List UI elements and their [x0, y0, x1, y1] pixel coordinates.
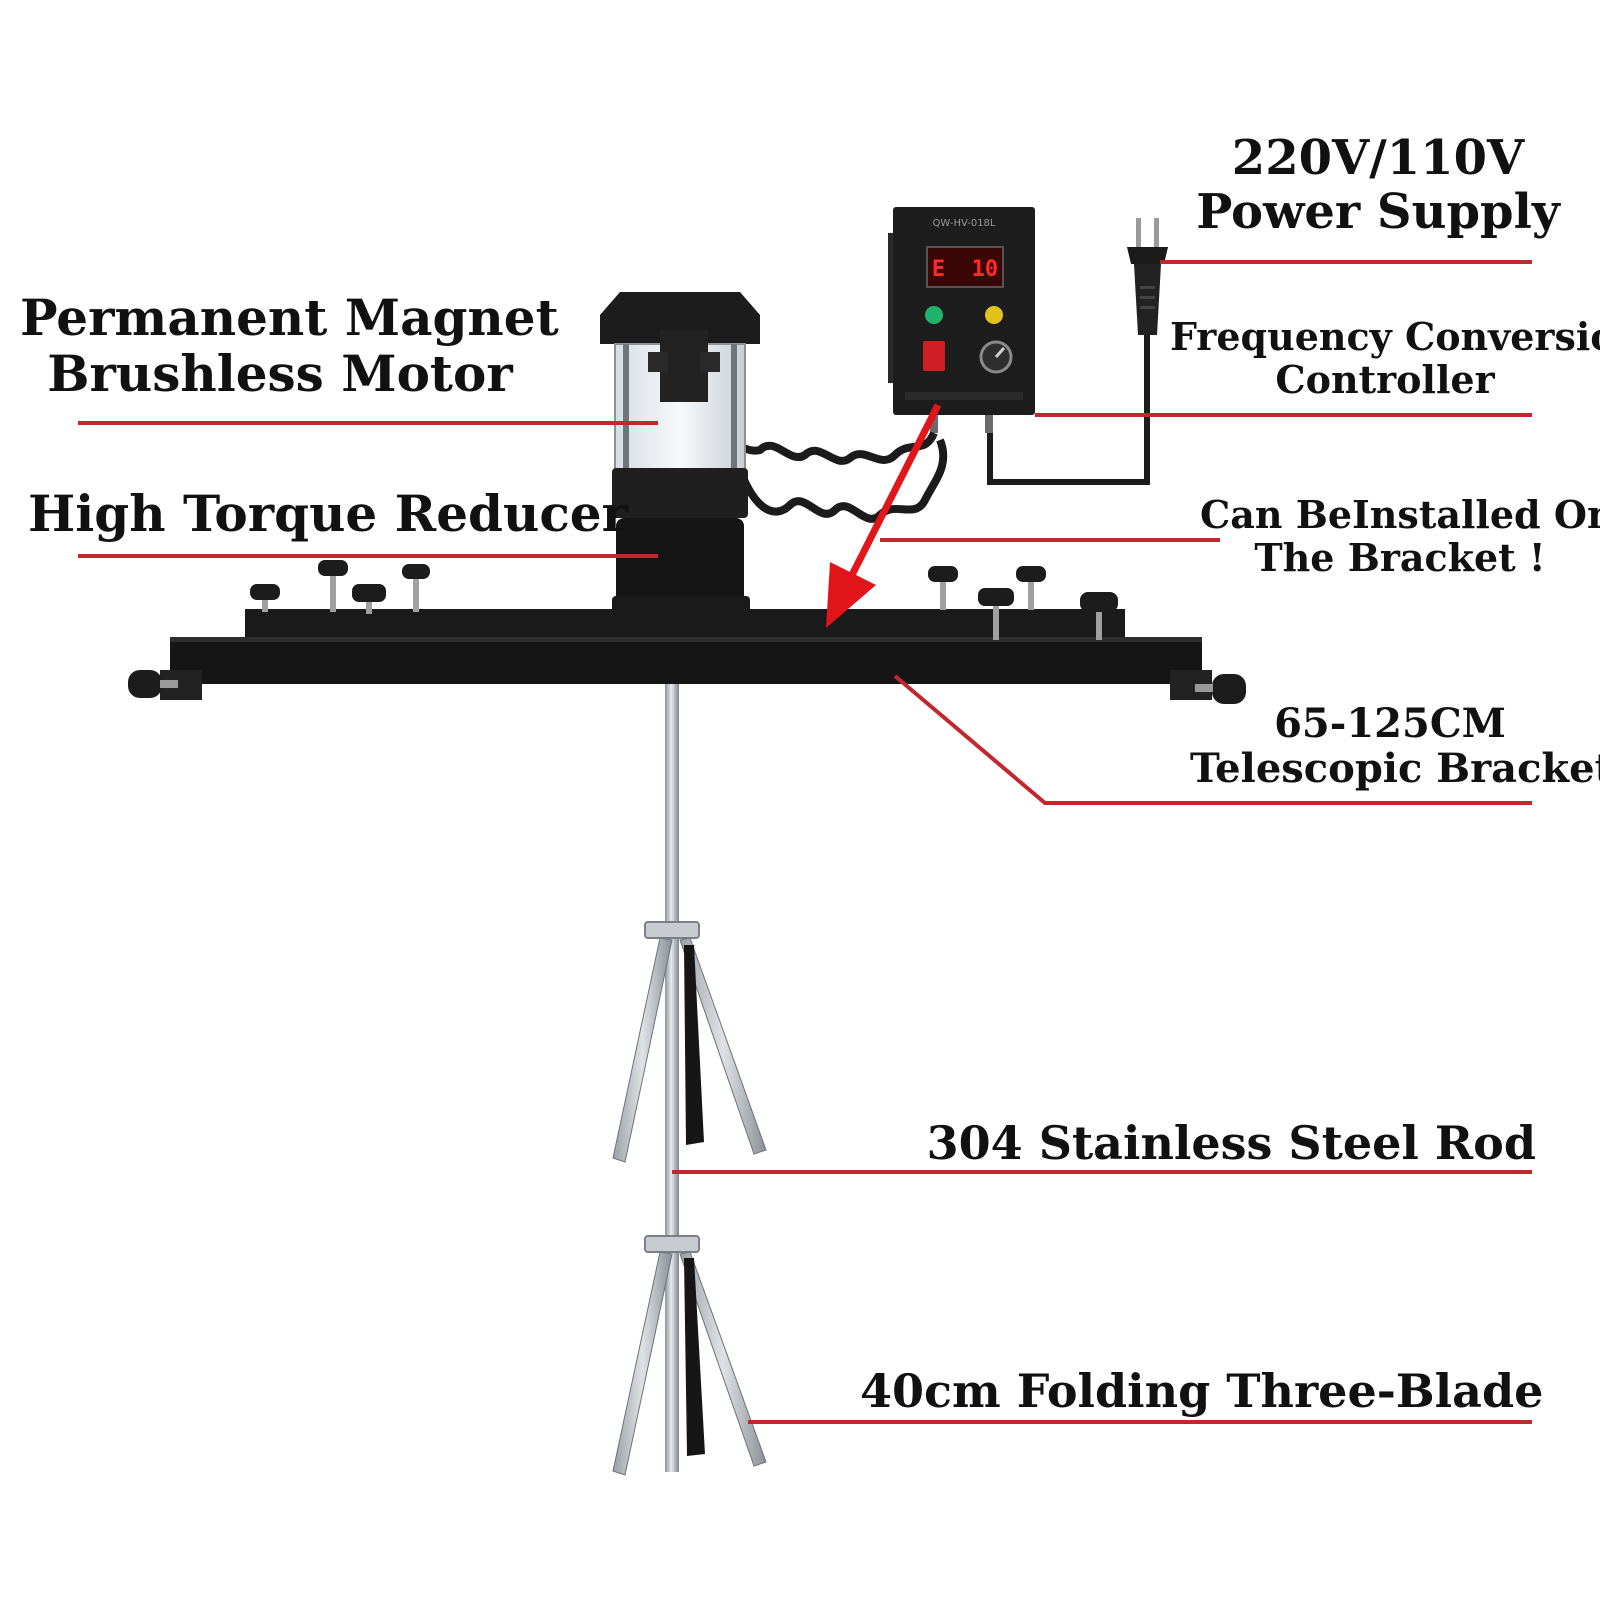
bracket-install-label: Can BeInstalled On The Bracket ! [1200, 492, 1600, 580]
motor-cable-coil-lower [736, 438, 948, 523]
fault-indicator-icon [985, 306, 1003, 324]
stainless-rod [665, 684, 679, 1472]
stirring-blade-lower [612, 1235, 767, 1476]
blade-label: 40cm Folding Three-Blade [860, 1364, 1544, 1418]
bracket-install-line2: The Bracket ! [1254, 534, 1546, 580]
telescopic-bracket [128, 609, 1246, 704]
bracket-install-line1: Can BeInstalled On [1200, 492, 1600, 537]
leader-telescopic [893, 674, 1532, 805]
clamp-knobs [250, 560, 1118, 640]
telescopic-label-line1: 65-125CM [1274, 700, 1506, 747]
power-supply-title: Power Supply [1196, 183, 1560, 240]
stirring-blade-icon [612, 921, 767, 1163]
blade-label-line1: 40cm Folding Three-Blade [860, 1364, 1544, 1418]
rod-label: 304 Stainless Steel Rod [900, 1116, 1536, 1170]
reducer-label-line1: High Torque Reducer [28, 484, 628, 543]
motor-cable-coil-upper [696, 397, 938, 465]
controller-label-line2: Controller [1275, 356, 1495, 402]
controller-label-line1: Frequency Conversion [1170, 314, 1600, 359]
motor-label: Permanent Magnet Brushless Motor [20, 288, 559, 403]
power-plug-icon [1127, 218, 1168, 335]
install-arrow [826, 403, 942, 628]
controller-box-icon: QW-HV-018L E 10 [888, 207, 1035, 433]
power-switch-icon [923, 341, 945, 371]
power-supply-label: 220V/110V Power Supply [1178, 130, 1578, 240]
motor-label-line1: Permanent Magnet [20, 288, 559, 347]
controller-model-text: QW-HV-018L [932, 218, 995, 229]
reducer-label: High Torque Reducer [28, 484, 628, 543]
power-cable [987, 335, 1150, 485]
run-indicator-icon [925, 306, 943, 324]
power-supply-voltage: 220V/110V [1231, 130, 1525, 186]
rod-label-line1: 304 Stainless Steel Rod [926, 1116, 1536, 1170]
leader-lines [78, 260, 1532, 1424]
telescopic-label-line2: Telescopic Bracket [1190, 744, 1600, 792]
motor-label-line2: Brushless Motor [47, 344, 513, 403]
motor-icon [600, 292, 760, 622]
controller-label: Frequency Conversion Controller [1170, 314, 1600, 402]
controller-display [926, 246, 1004, 288]
telescopic-label: 65-125CM Telescopic Bracket [1190, 700, 1600, 792]
controller-display-text: E 10 [932, 257, 998, 282]
